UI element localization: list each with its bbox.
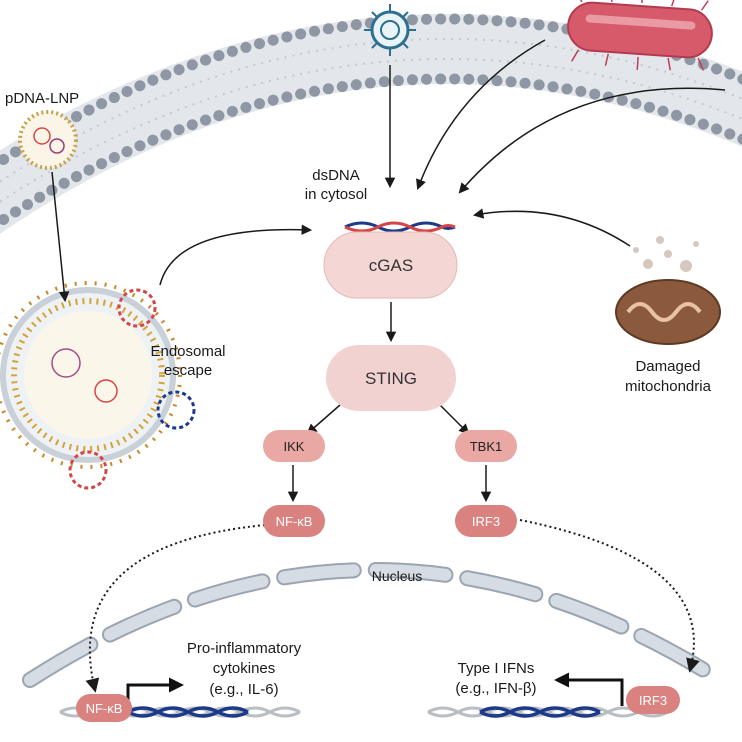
tbk1-node: TBK1 xyxy=(455,430,517,462)
proinflammatory-label-line3: (e.g., IL-6) xyxy=(209,681,278,698)
irf3-gene-label: IRF3 xyxy=(639,693,667,708)
damaged-mitochondria-label-line2: mitochondria xyxy=(625,378,712,395)
pathway-arrows xyxy=(51,39,726,693)
arrow-sting-to-tbk1 xyxy=(439,404,470,435)
nfkb-label: NF-κB xyxy=(276,514,313,529)
proinflammatory-label-line1: Pro-inflammatory xyxy=(187,640,302,657)
irf3-node: IRF3 xyxy=(455,505,517,537)
ikk-label: IKK xyxy=(284,439,305,454)
nfkb-gene-node: NF-κB xyxy=(76,694,132,722)
arrow-outside-to-dsdna xyxy=(458,87,726,194)
plasmid-icon xyxy=(68,288,196,490)
arrow-lnp-to-endosome xyxy=(51,171,70,303)
proinflammatory-label-line2: cytokines xyxy=(213,660,276,677)
ikk-node: IKK xyxy=(263,430,325,462)
irf3-label: IRF3 xyxy=(472,514,500,529)
dsdna-label-line1: dsDNA xyxy=(312,167,360,184)
cgas-label: cGAS xyxy=(369,256,413,275)
type1-ifn-label-line1: Type I IFNs xyxy=(458,660,535,677)
arrow-endosome-to-dsdna xyxy=(159,224,313,286)
lnp-particle-icon xyxy=(18,110,78,170)
arrow-mitochondria-to-dsdna xyxy=(472,208,631,247)
arrow-sting-to-ikk xyxy=(306,404,341,435)
endosome-icon xyxy=(0,281,182,469)
sting-label: STING xyxy=(365,369,417,388)
irf3-gene-node: IRF3 xyxy=(626,686,680,714)
bacterium-icon xyxy=(567,0,713,71)
endosomal-escape-label-line1: Endosomal xyxy=(150,343,225,360)
cytosolic-dsdna-icon xyxy=(344,221,456,233)
arrow-irf3-to-nucleus xyxy=(519,519,700,673)
arrow-bacterium-to-dsdna xyxy=(416,39,546,190)
cgas-node: cGAS xyxy=(323,231,458,299)
nucleus-label: Nucleus xyxy=(372,568,423,584)
type1-ifn-label-line2: (e.g., IFN-β) xyxy=(455,680,536,697)
pdna-lnp-label: pDNA-LNP xyxy=(5,90,79,107)
tbk1-label: TBK1 xyxy=(470,439,503,454)
nfkb-gene-label: NF-κB xyxy=(86,701,123,716)
dsdna-label-line2: in cytosol xyxy=(305,186,368,203)
arrow-nfkb-to-nucleus xyxy=(85,524,266,693)
nfkb-node: NF-κB xyxy=(263,505,325,537)
damaged-mitochondria-label-line1: Damaged xyxy=(635,358,700,375)
damaged-mitochondria-icon xyxy=(615,236,721,345)
nucleus-envelope xyxy=(22,562,728,688)
sting-node: STING xyxy=(326,345,456,411)
endosomal-escape-label-line2: escape xyxy=(164,362,212,379)
virus-icon xyxy=(364,4,416,56)
